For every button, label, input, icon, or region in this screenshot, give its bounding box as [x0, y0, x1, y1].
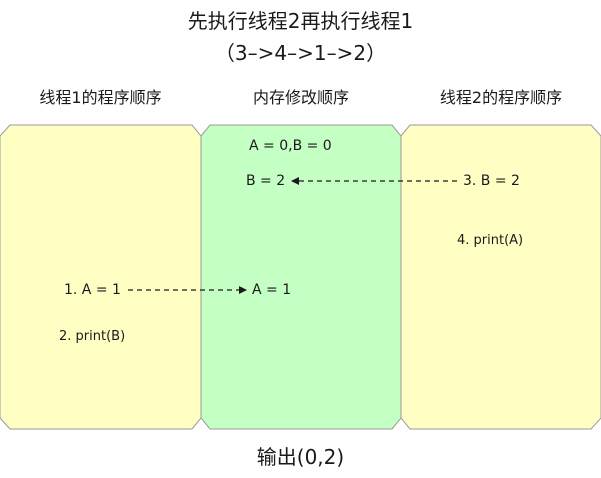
diagram-title: 先执行线程2再执行线程1	[187, 9, 414, 33]
memory-panel	[200, 124, 402, 430]
memory-b-write: B = 2	[246, 173, 286, 189]
output-result: 输出(0,2)	[256, 445, 345, 469]
thread1-column-title: 线程1的程序顺序	[39, 88, 162, 107]
thread2-panel	[400, 124, 601, 430]
memory-column-title: 内存修改顺序	[252, 88, 349, 107]
thread1-panel	[0, 124, 202, 430]
execution-order-subtitle: （3–>4–>1–>2）	[214, 41, 387, 65]
thread1-step2: 2. print(B)	[59, 329, 126, 344]
thread2-step3: 3. B = 2	[463, 173, 520, 189]
thread2-column-title: 线程2的程序顺序	[439, 88, 563, 107]
thread2-step4: 4. print(A)	[457, 233, 524, 248]
thread1-step1: 1. A = 1	[64, 282, 121, 298]
memory-a-write: A = 1	[252, 282, 292, 298]
memory-initial-state: A = 0,B = 0	[249, 138, 332, 154]
